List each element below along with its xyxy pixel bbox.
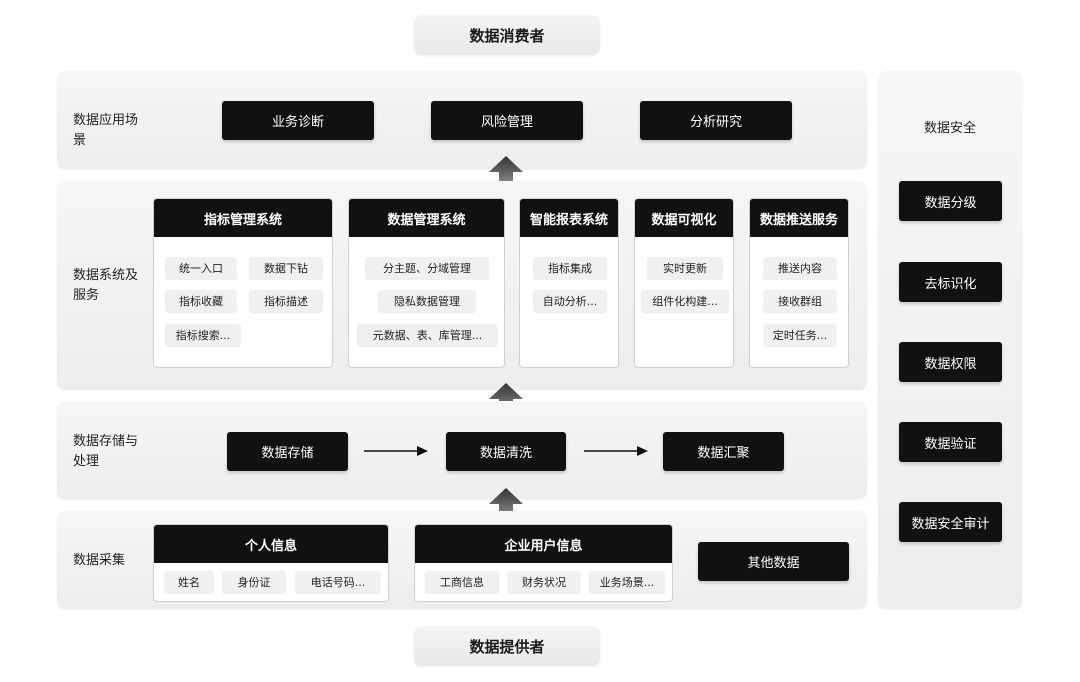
up-arrow-icon bbox=[489, 488, 523, 522]
card-metric-management[interactable]: 指标管理系统 统一入口 数据下钻 指标收藏 指标描述 指标搜索... bbox=[153, 198, 333, 368]
right-arrow-icon bbox=[364, 446, 428, 456]
card-smart-report[interactable]: 智能报表系统 指标集成 自动分析... bbox=[519, 198, 619, 368]
security-item-verification[interactable]: 数据验证 bbox=[899, 422, 1002, 462]
systems-layer-label: 数据系统及 服务 bbox=[73, 266, 149, 306]
data-consumer-label: 数据消费者 bbox=[469, 26, 545, 45]
data-provider-pill: 数据提供者 bbox=[414, 626, 600, 666]
app-item-analysis-research[interactable]: 分析研究 bbox=[640, 101, 792, 140]
security-item-permissions[interactable]: 数据权限 bbox=[899, 342, 1002, 382]
chip[interactable]: 身份证 bbox=[222, 571, 286, 593]
card-header: 智能报表系统 bbox=[520, 199, 618, 237]
security-item-label: 数据权限 bbox=[924, 356, 977, 372]
other-data-box[interactable]: 其他数据 bbox=[698, 542, 849, 581]
app-item-label: 风险管理 bbox=[480, 115, 533, 130]
security-item-label: 数据分级 bbox=[924, 195, 977, 211]
chip[interactable]: 隐私数据管理 bbox=[378, 290, 476, 312]
storage-layer-label: 数据存储与 处理 bbox=[73, 432, 149, 472]
chip[interactable]: 指标描述 bbox=[249, 290, 323, 312]
card-personal-info[interactable]: 个人信息 姓名 身份证 电话号码... bbox=[153, 524, 389, 602]
security-item-label: 数据安全审计 bbox=[911, 516, 990, 532]
application-layer-label: 数据应用场景 bbox=[73, 113, 139, 148]
storage-label-line-1: 数据存储与 bbox=[73, 434, 139, 449]
storage-item-label: 数据清洗 bbox=[479, 446, 532, 461]
app-item-label: 分析研究 bbox=[689, 115, 742, 130]
chip[interactable]: 组件化构建... bbox=[641, 290, 729, 312]
chip[interactable]: 自动分析... bbox=[533, 290, 607, 312]
security-item-audit[interactable]: 数据安全审计 bbox=[899, 502, 1002, 542]
card-header: 数据可视化 bbox=[635, 199, 733, 237]
up-arrow-icon bbox=[489, 156, 523, 190]
systems-label-line-1: 数据系统及 bbox=[73, 268, 139, 283]
card-header: 指标管理系统 bbox=[154, 199, 332, 237]
chip[interactable]: 指标搜索... bbox=[165, 324, 241, 346]
chip[interactable]: 统一入口 bbox=[165, 257, 237, 279]
chip[interactable]: 分主题、分域管理 bbox=[365, 257, 489, 279]
up-arrow-icon bbox=[489, 383, 523, 417]
chip[interactable]: 指标集成 bbox=[533, 257, 607, 279]
storage-label-line-2: 处理 bbox=[73, 454, 100, 469]
systems-label-line-2: 服务 bbox=[73, 288, 100, 303]
right-arrow-icon bbox=[584, 446, 648, 456]
collection-layer-label: 数据采集 bbox=[73, 553, 126, 568]
other-data-label: 其他数据 bbox=[747, 556, 800, 571]
security-item-classification[interactable]: 数据分级 bbox=[899, 181, 1002, 221]
chip[interactable]: 财务状况 bbox=[507, 571, 581, 593]
card-data-management[interactable]: 数据管理系统 分主题、分域管理 隐私数据管理 元数据、表、库管理... bbox=[348, 198, 505, 368]
chip[interactable]: 姓名 bbox=[164, 571, 214, 593]
app-item-label: 业务诊断 bbox=[271, 115, 324, 130]
card-enterprise-user-info[interactable]: 企业用户信息 工商信息 财务状况 业务场景... bbox=[414, 524, 673, 602]
chip[interactable]: 接收群组 bbox=[763, 290, 837, 312]
card-header: 个人信息 bbox=[154, 525, 388, 563]
security-title: 数据安全 bbox=[923, 121, 976, 136]
security-item-label: 去标识化 bbox=[924, 276, 977, 292]
data-provider-label: 数据提供者 bbox=[469, 637, 545, 656]
card-header: 企业用户信息 bbox=[415, 525, 672, 563]
security-item-deidentification[interactable]: 去标识化 bbox=[899, 262, 1002, 302]
card-header: 数据推送服务 bbox=[750, 199, 848, 237]
security-item-label: 数据验证 bbox=[924, 436, 977, 452]
app-item-risk-management[interactable]: 风险管理 bbox=[431, 101, 583, 140]
storage-item-data-cleaning[interactable]: 数据清洗 bbox=[446, 432, 566, 471]
storage-item-label: 数据存储 bbox=[261, 446, 314, 461]
chip[interactable]: 实时更新 bbox=[647, 257, 723, 279]
data-consumer-pill: 数据消费者 bbox=[414, 15, 600, 55]
storage-item-label: 数据汇聚 bbox=[697, 446, 750, 461]
card-header: 数据管理系统 bbox=[349, 199, 504, 237]
chip[interactable]: 推送内容 bbox=[763, 257, 837, 279]
chip[interactable]: 定时任务... bbox=[763, 324, 837, 346]
chip[interactable]: 电话号码... bbox=[295, 571, 381, 593]
storage-item-data-aggregation[interactable]: 数据汇聚 bbox=[663, 432, 784, 471]
storage-item-data-storage[interactable]: 数据存储 bbox=[227, 432, 348, 471]
chip[interactable]: 数据下钻 bbox=[249, 257, 323, 279]
card-data-visualization[interactable]: 数据可视化 实时更新 组件化构建... bbox=[634, 198, 734, 368]
chip[interactable]: 指标收藏 bbox=[165, 290, 237, 312]
chip[interactable]: 工商信息 bbox=[425, 571, 499, 593]
chip[interactable]: 元数据、表、库管理... bbox=[357, 324, 498, 346]
app-item-business-diagnosis[interactable]: 业务诊断 bbox=[222, 101, 374, 140]
chip[interactable]: 业务场景... bbox=[589, 571, 665, 593]
card-data-push-service[interactable]: 数据推送服务 推送内容 接收群组 定时任务... bbox=[749, 198, 849, 368]
